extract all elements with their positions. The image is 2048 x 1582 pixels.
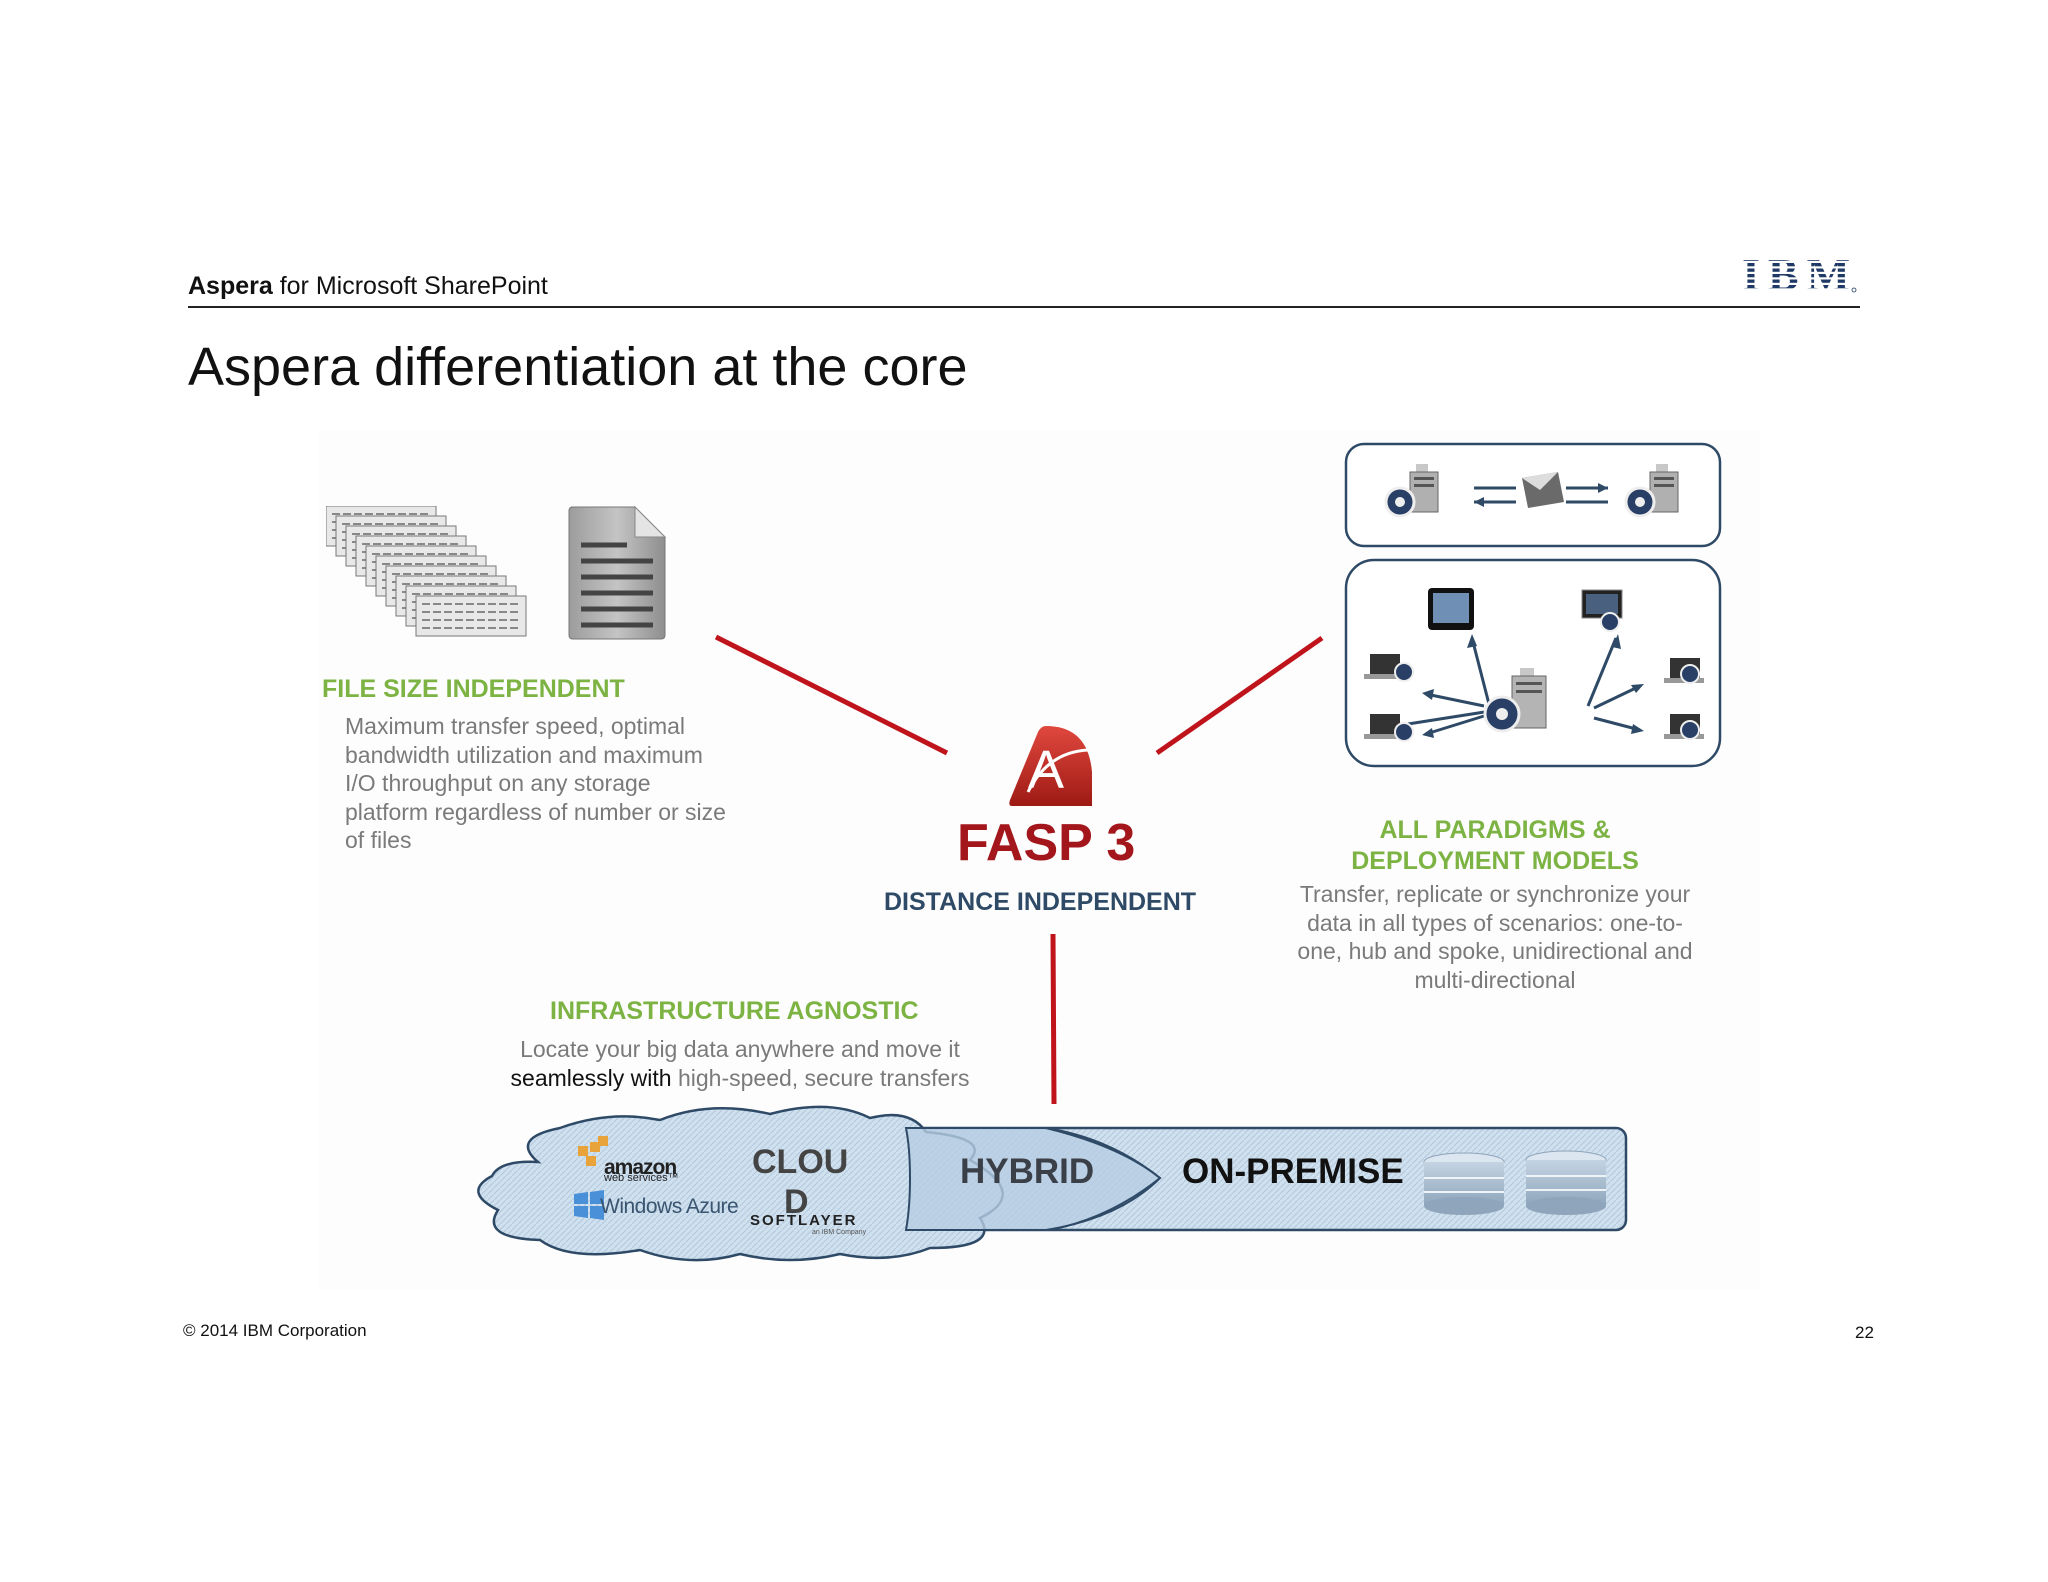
file-size-heading: FILE SIZE INDEPENDENT (322, 675, 625, 703)
fasp-label: DISTANCE INDEPENDENT (884, 888, 1197, 916)
page-number: 22 (1855, 1323, 1874, 1342)
paradigms-line: data in all types of scenarios: one-to- (1307, 909, 1683, 936)
svg-text:A: A (1028, 740, 1064, 800)
cloud-label: CLOU D (752, 1142, 848, 1222)
cloud-label-line2: D (784, 1183, 809, 1221)
page-title: Aspera differentiation at the core (188, 337, 968, 397)
amazon-logo (578, 1136, 608, 1166)
paradigms-line: Transfer, replicate or synchronize your (1299, 881, 1691, 907)
infrastructure-description: Locate your big data anywhere and move i… (480, 1035, 1000, 1092)
paradigms-description: Transfer, replicate or synchronize your … (1260, 880, 1730, 994)
file-size-line: platform regardless of number or size (345, 798, 726, 825)
azure-label: Windows Azure (600, 1195, 739, 1218)
amazon-label: amazon (604, 1156, 677, 1179)
one-to-one-diagram (1344, 442, 1722, 548)
cloud-shape (477, 1105, 1004, 1262)
paradigms-heading-line2: DEPLOYMENT MODELS (1351, 847, 1639, 875)
file-size-line: Maximum transfer speed, optimal (345, 713, 686, 739)
infrastructure-heading: INFRASTRUCTURE AGNOSTIC (550, 997, 919, 1025)
ibm-logo: IBM (1742, 252, 1857, 296)
paradigms-line: multi-directional (1414, 966, 1576, 993)
file-size-line: bandwidth utilization and maximum (345, 741, 703, 768)
file-size-line: of files (345, 827, 412, 853)
paradigms-heading: ALL PARADIGMS & DEPLOYMENT MODELS (1260, 815, 1730, 877)
fasp-title: FASP 3 (957, 814, 1136, 872)
softlayer-label: SOFTLAYER (750, 1212, 858, 1229)
laptop-icon (1364, 654, 1414, 682)
file-size-line: I/O throughput on any storage (345, 770, 651, 796)
deployment-band (477, 1105, 1628, 1262)
laptop-icon (1664, 714, 1704, 740)
database-icon (1423, 1152, 1505, 1215)
laptop-icon (1364, 714, 1414, 742)
header-subtitle: for Microsoft SharePoint (272, 272, 548, 300)
aspera-logo-icon: A (1009, 726, 1092, 806)
server-icon (1384, 464, 1439, 518)
server-icon (1624, 464, 1679, 518)
cloud-label-line1: CLOU (752, 1143, 849, 1181)
database-icon (1525, 1150, 1607, 1215)
copyright: © 2014 IBM Corporation (183, 1321, 367, 1340)
header-rule (188, 306, 1860, 308)
document-icon (568, 505, 667, 640)
infrastructure-line1: Locate your big data anywhere and move i… (520, 1036, 960, 1062)
amazon-sublabel: web services™ (604, 1172, 679, 1184)
paradigms-heading-line1: ALL PARADIGMS & (1379, 816, 1611, 844)
windows-logo (574, 1190, 604, 1220)
paradigms-line: one, hub and spoke, unidirectional and (1297, 938, 1693, 964)
laptop-icon (1664, 658, 1704, 684)
hub-and-spoke-diagram (1344, 558, 1722, 768)
file-stack-icon (326, 506, 527, 637)
hybrid-label: HYBRID (960, 1152, 1095, 1191)
header-brand: Aspera (188, 272, 273, 300)
file-size-description: Maximum transfer speed, optimal bandwidt… (345, 712, 765, 855)
on-premise-label: ON-PREMISE (1182, 1152, 1404, 1191)
infrastructure-line2-dark: seamlessly with (510, 1064, 672, 1091)
header-label: Aspera for Microsoft SharePoint (188, 272, 548, 301)
infrastructure-line2-rest: high-speed, secure transfers (671, 1064, 970, 1091)
softlayer-sublabel: an IBM Company (812, 1229, 867, 1236)
